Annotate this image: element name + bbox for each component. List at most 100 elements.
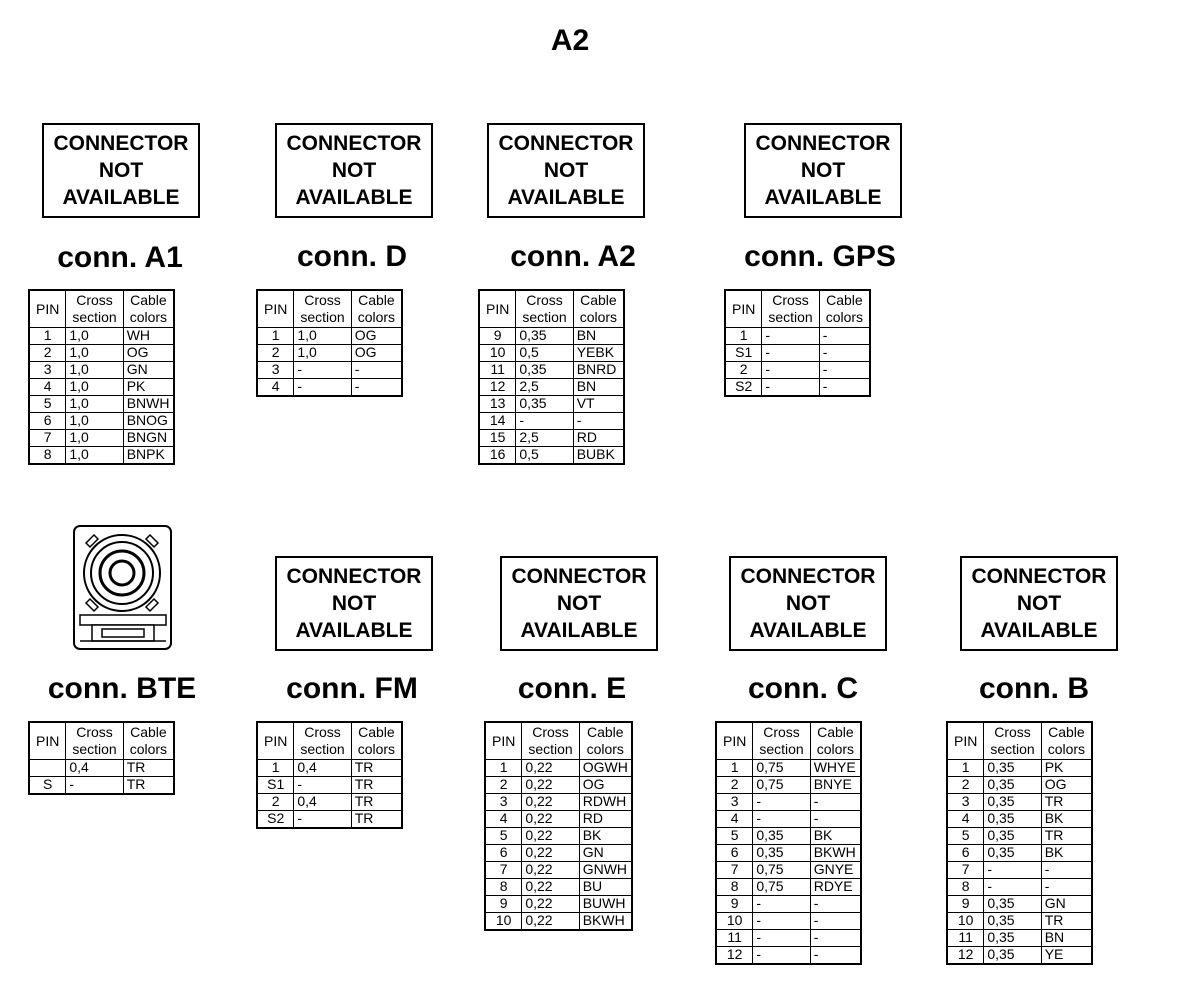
cable-color-cell: - — [809, 946, 862, 965]
cross-section-cell: - — [515, 412, 574, 430]
header-pin: PIN — [28, 289, 67, 328]
connector-a1-placeholder: CONNECTOR NOT AVAILABLE — [42, 123, 200, 218]
cross-section-cell: 0,35 — [983, 895, 1042, 913]
cross-section-cell: - — [761, 344, 820, 362]
cable-color-cell: BNRD — [572, 361, 625, 379]
header-pin: PIN — [28, 721, 67, 760]
header-cable-colors: Cable colors — [1040, 721, 1093, 760]
cable-color-cell: - — [572, 412, 625, 430]
pin-cell: 8 — [484, 878, 523, 896]
pin-cell: 7 — [484, 861, 523, 879]
cable-color-cell: BN — [572, 378, 625, 396]
cross-section-cell: - — [293, 776, 352, 794]
pin-cell: 6 — [484, 844, 523, 862]
cable-color-cell: WH — [122, 327, 175, 345]
pin-cell: 2 — [28, 344, 67, 362]
pin-cell: 3 — [946, 793, 985, 811]
cross-section-cell: - — [752, 946, 811, 965]
pin-cell: 5 — [715, 827, 754, 845]
pin-cell: 9 — [715, 895, 754, 913]
header-cable-colors: Cable colors — [809, 721, 862, 760]
cable-color-cell: - — [809, 793, 862, 811]
cable-color-cell: - — [1040, 878, 1093, 896]
pin-cell: 14 — [478, 412, 517, 430]
pin-cell: 7 — [946, 861, 985, 879]
placeholder-text: CONNECTOR NOT AVAILABLE — [286, 565, 422, 642]
cross-section-cell: 0,22 — [521, 776, 580, 794]
table-row: 1-- — [724, 327, 871, 345]
header-pin: PIN — [946, 721, 985, 760]
cable-color-cell: BNOG — [122, 412, 175, 430]
pin-cell: 3 — [256, 361, 295, 379]
connector-bte-label: conn. BTE — [47, 672, 197, 705]
cable-color-cell: - — [818, 344, 871, 362]
table-row: 4-- — [256, 378, 403, 397]
cable-color-cell: BK — [1040, 844, 1093, 862]
pin-cell: 1 — [946, 759, 985, 777]
table-row: S2-TR — [256, 810, 403, 829]
cross-section-cell: 2,5 — [515, 429, 574, 447]
cross-section-cell: 0,35 — [983, 844, 1042, 862]
cross-section-cell: 0,22 — [521, 827, 580, 845]
pin-cell: 2 — [715, 776, 754, 794]
cable-color-cell: TR — [350, 759, 403, 777]
cross-section-cell: 0,35 — [983, 776, 1042, 794]
cross-section-cell: 0,22 — [521, 844, 580, 862]
cross-section-cell: 1,0 — [293, 327, 352, 345]
pin-cell: 3 — [715, 793, 754, 811]
cross-section-cell: 0,35 — [515, 361, 574, 379]
pin-cell: S1 — [724, 344, 763, 362]
connector-b-placeholder: CONNECTOR NOT AVAILABLE — [960, 556, 1118, 651]
cross-section-cell: - — [293, 361, 352, 379]
pin-cell: 2 — [724, 361, 763, 379]
cross-section-cell: - — [761, 327, 820, 345]
pin-cell: 6 — [28, 412, 67, 430]
pin-cell: 2 — [256, 793, 295, 811]
cable-color-cell: GN — [1040, 895, 1093, 913]
pin-cell: 7 — [28, 429, 67, 447]
pin-cell: 10 — [484, 912, 523, 931]
cross-section-cell: 0,22 — [521, 759, 580, 777]
pin-cell: 13 — [478, 395, 517, 413]
cross-section-cell: 0,22 — [521, 912, 580, 931]
placeholder-text: CONNECTOR NOT AVAILABLE — [498, 132, 634, 209]
cross-section-cell: - — [752, 895, 811, 913]
connector-fm-placeholder: CONNECTOR NOT AVAILABLE — [275, 556, 433, 651]
header-cross-section: Cross section — [983, 721, 1042, 760]
pin-cell: 5 — [946, 827, 985, 845]
cable-color-cell: BNPK — [122, 446, 175, 465]
header-pin: PIN — [478, 289, 517, 328]
cross-section-cell: 0,22 — [521, 861, 580, 879]
table-row: S-TR — [28, 776, 175, 795]
cable-color-cell: - — [809, 895, 862, 913]
cross-section-cell: 0,35 — [515, 395, 574, 413]
cross-section-cell: - — [65, 776, 124, 795]
cable-color-cell: TR — [122, 776, 175, 795]
pin-cell: 2 — [946, 776, 985, 794]
cable-color-cell: - — [809, 912, 862, 930]
pin-cell: 11 — [478, 361, 517, 379]
header-pin: PIN — [724, 289, 763, 328]
header-cross-section: Cross section — [65, 721, 124, 760]
cross-section-cell: 1,0 — [65, 361, 124, 379]
pin-cell: 1 — [256, 759, 295, 777]
